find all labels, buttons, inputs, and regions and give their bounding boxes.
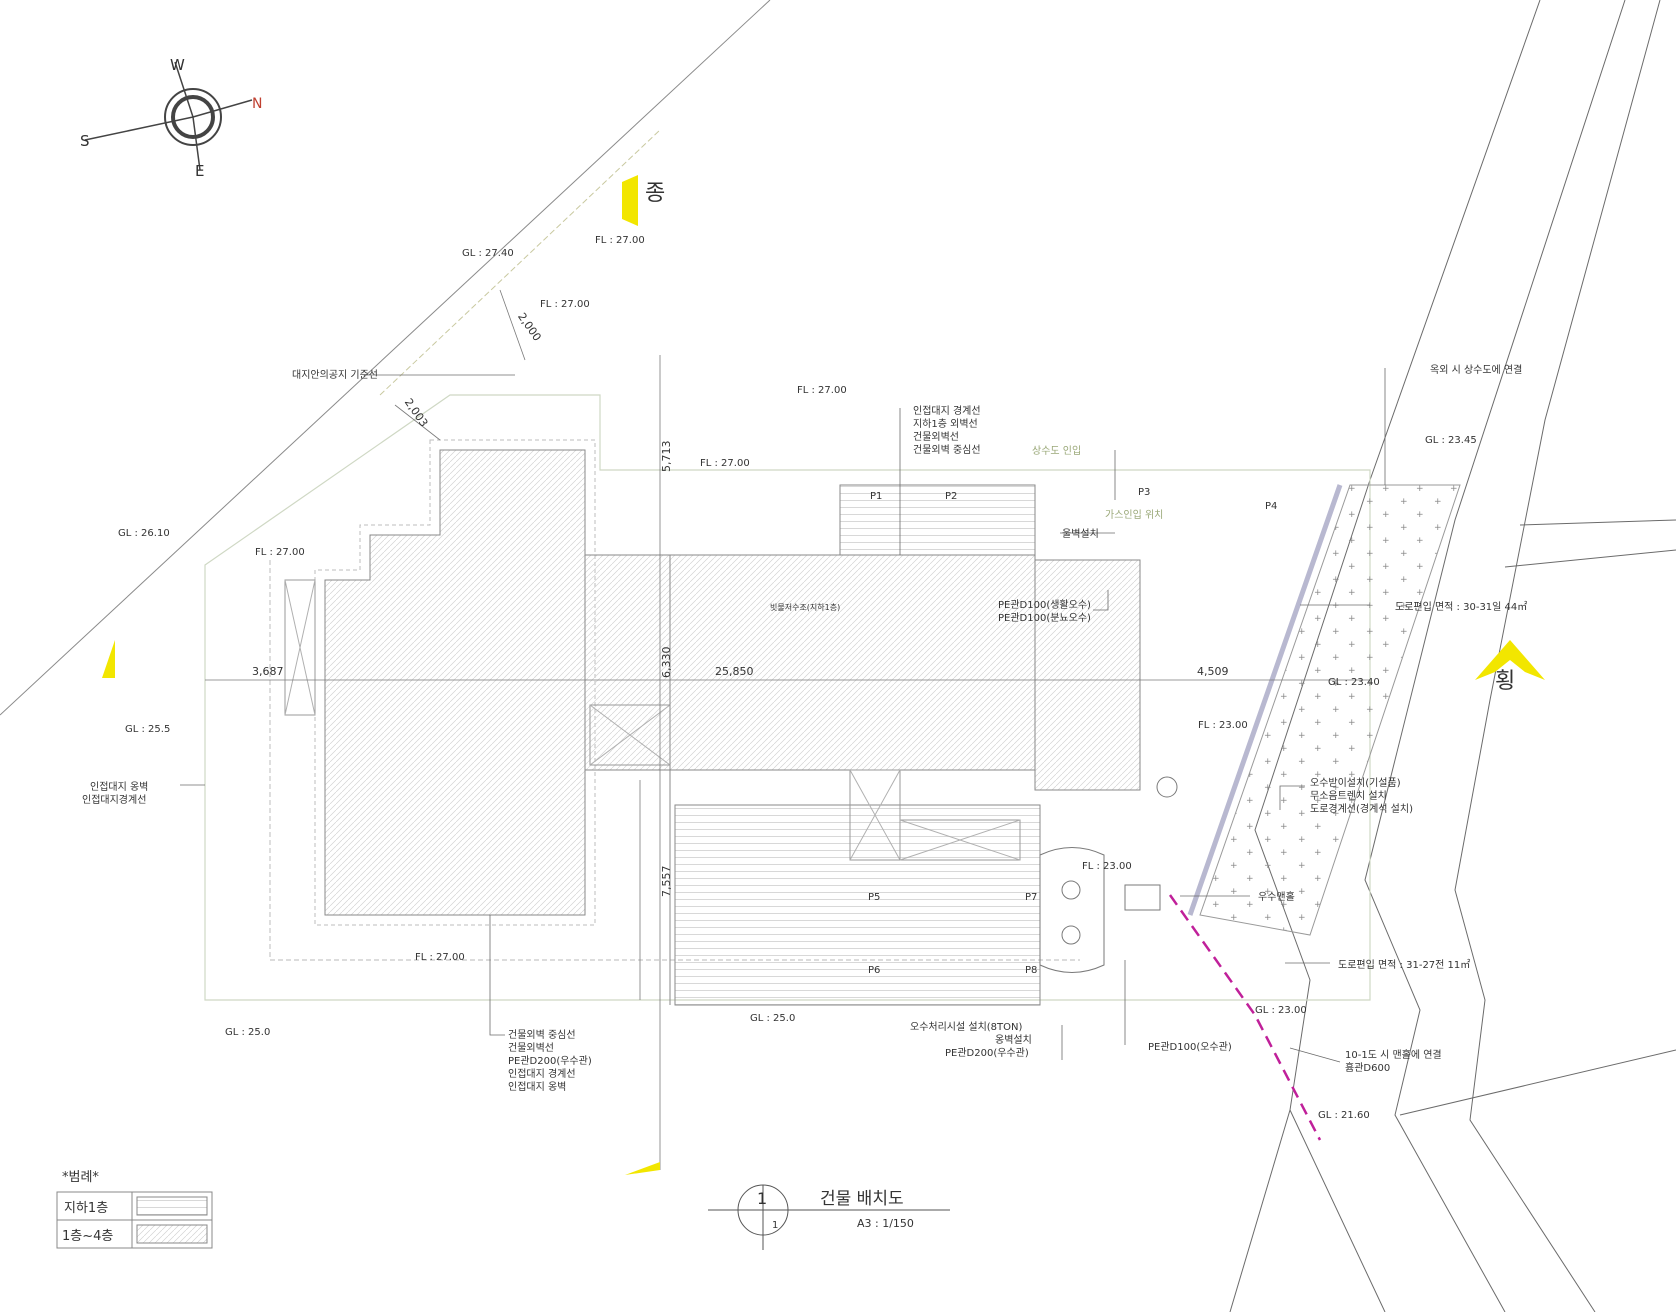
gl-label: GL : 21.60 <box>1318 1110 1370 1121</box>
note-culvert-1: 10-1도 시 맨홀에 연결 <box>1345 1048 1442 1061</box>
note-septic-2: 옹벽설치 <box>995 1034 1032 1046</box>
note-water-meter: 상수도 인입 <box>1032 444 1081 457</box>
dashed-culvert-line <box>1168 894 1322 1141</box>
point-p5: P5 <box>868 892 880 903</box>
gl-label: GL : 25.0 <box>750 1013 795 1024</box>
note-septic-3: PE관D200(우수관) <box>945 1047 1029 1059</box>
fl-label: FL : 23.00 <box>1198 720 1248 731</box>
compass-w: W <box>170 56 185 74</box>
gl-label: GL : 25.0 <box>225 1027 270 1038</box>
note-bottom-4: 인접대지 경계선 <box>508 1067 576 1080</box>
note-fence: 울벽설치 <box>1062 528 1099 540</box>
building-center-block <box>584 484 1141 1006</box>
note-adjacent-2: 지하1층 외벽선 <box>913 417 978 430</box>
section-mark-horizontal: 횡 <box>1495 669 1515 694</box>
point-p1: P1 <box>870 491 882 502</box>
note-bottom-5: 인접대지 옹벽 <box>508 1081 566 1093</box>
note-pe-sewage: PE관D100(생활오수) <box>998 598 1091 611</box>
note-cistern: 빗물저수조(지하1층) <box>770 602 840 612</box>
dim-25850: 25,850 <box>715 665 754 678</box>
note-gas-meter: 가스인입 위치 <box>1105 508 1163 521</box>
fl-label: FL : 27.00 <box>255 547 305 558</box>
septic-tank <box>1039 776 1178 973</box>
fl-label: FL : 27.00 <box>415 952 465 963</box>
legend-row-floors: 1층~4층 <box>62 1229 113 1244</box>
title-number: 1 <box>757 1189 767 1208</box>
title-sub: 1 <box>772 1220 778 1231</box>
note-pe-waste: PE관D100(분뇨오수) <box>998 612 1091 624</box>
section-mark-vertical: 종 <box>645 181 665 206</box>
title-block <box>708 1184 950 1250</box>
dim-5713: 5,713 <box>660 441 673 473</box>
fl-label: FL : 27.00 <box>797 385 847 396</box>
dim-2003: 2,003 <box>402 396 431 429</box>
point-p6: P6 <box>868 965 880 976</box>
note-bottom-3: PE관D200(우수관) <box>508 1055 592 1067</box>
level-labels: GL : 27.40 GL : 26.10 GL : 25.5 GL : 25.… <box>118 235 1477 1121</box>
fl-label: FL : 23.00 <box>1082 861 1132 872</box>
dim-6330: 6,330 <box>660 647 673 679</box>
dim-3687: 3,687 <box>252 665 284 678</box>
section-markers <box>102 175 1545 1175</box>
gl-label: GL : 23.00 <box>1255 1005 1307 1016</box>
point-p3: P3 <box>1138 487 1150 498</box>
site-diagonal-boundary <box>0 0 771 716</box>
note-bottom-1: 건물외벽 중심선 <box>508 1029 576 1041</box>
gl-label: GL : 23.40 <box>1328 677 1380 688</box>
dimension-lines <box>205 289 1370 1170</box>
compass-s: S <box>80 132 90 150</box>
compass-rose <box>84 61 253 171</box>
note-adjacent-1: 인접대지 경계선 <box>913 404 981 417</box>
note-rain-box: 우수맨홀 <box>1258 890 1295 903</box>
dim-4509: 4,509 <box>1197 665 1229 678</box>
note-septic-1: 오수처리시설 설치(8TON) <box>910 1021 1023 1033</box>
note-road-area-1: 도로편입 면적 : 30-31일 44㎡ <box>1395 600 1527 613</box>
point-p7: P7 <box>1025 892 1037 903</box>
point-p8: P8 <box>1025 965 1037 976</box>
note-adjacent-4: 건물외벽 중심선 <box>913 444 981 456</box>
compass-n: N <box>252 96 262 112</box>
note-adj-boundary: 인접대지경계선 <box>82 793 146 806</box>
drawing-scale: A3 : 1/150 <box>857 1217 914 1230</box>
drawing-title: 건물 배치도 <box>820 1189 904 1209</box>
point-p4: P4 <box>1265 501 1277 512</box>
compass-e: E <box>195 162 204 180</box>
dim-7557: 7,557 <box>660 866 673 898</box>
note-culvert-2: 흄관D600 <box>1345 1061 1390 1074</box>
fl-label: FL : 27.00 <box>595 235 645 246</box>
note-adj-wall: 인접대지 옹벽 <box>90 781 148 793</box>
building-left-wing <box>284 439 596 926</box>
note-road-area-2: 도로편입 면적 : 31-27전 11㎡ <box>1338 958 1470 971</box>
note-drain-1: 오수받이설치(기설품) <box>1310 777 1401 789</box>
note-drain-3: 도로경계선(경계석 설치) <box>1310 802 1413 815</box>
point-p2: P2 <box>945 491 957 502</box>
legend-row-basement: 지하1층 <box>64 1201 108 1216</box>
legend-title: *범례* <box>62 1170 99 1185</box>
note-bottom-2: 건물외벽선 <box>508 1042 554 1054</box>
gl-label: GL : 26.10 <box>118 528 170 539</box>
note-site-boundary: 대지안의공지 기준선 <box>292 369 378 381</box>
note-city-water: 옥외 시 상수도에 연결 <box>1430 364 1522 376</box>
point-labels: P1 P2 P3 P4 P5 P6 P7 P8 <box>868 487 1277 976</box>
note-drain-2: 무소음트렌치 설치 <box>1310 790 1387 802</box>
note-pe-d100: PE관D100(오수관) <box>1148 1041 1232 1053</box>
legend-box <box>56 1191 213 1249</box>
annotation-notes: 대지안의공지 기준선 인접대지 경계선 지하1층 외벽선 건물외벽선 건물외벽 … <box>82 364 1527 1093</box>
dim-2000: 2,000 <box>515 310 544 343</box>
leader-lines <box>180 368 1386 1063</box>
fl-label: FL : 27.00 <box>700 458 750 469</box>
gl-label: GL : 23.45 <box>1425 435 1477 446</box>
road-widening-area <box>1187 484 1461 936</box>
note-adjacent-3: 건물외벽선 <box>913 431 959 443</box>
fl-label: FL : 27.00 <box>540 299 590 310</box>
gl-label: GL : 27.40 <box>462 248 514 259</box>
gl-label: GL : 25.5 <box>125 724 170 735</box>
